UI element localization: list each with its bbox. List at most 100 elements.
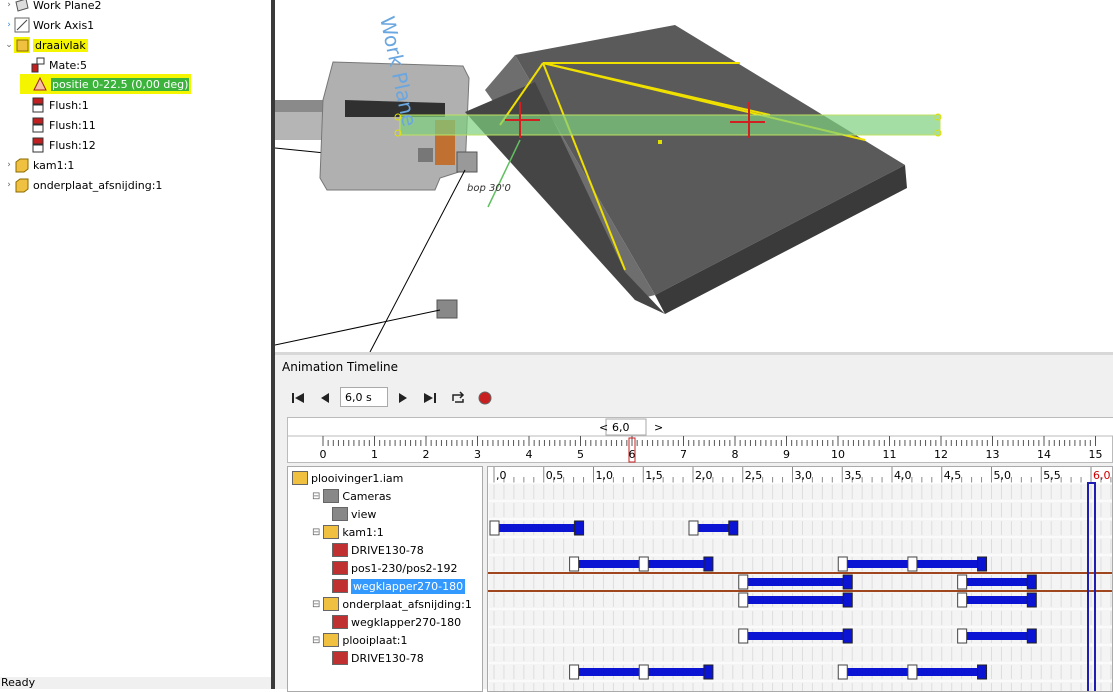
time-cursor[interactable]	[628, 437, 636, 463]
collapse-icon[interactable]: ⊟	[312, 598, 321, 610]
browser-item-onderplaat[interactable]: › onderplaat_afsnijding:1	[4, 175, 162, 195]
action-start-handle[interactable]	[738, 592, 749, 608]
action-end-handle[interactable]	[728, 520, 739, 536]
anim-tree-item[interactable]: ⊟Cameras	[312, 487, 391, 505]
ruler-label: 5	[577, 448, 584, 461]
action-start-handle[interactable]	[569, 664, 580, 680]
action-end-handle[interactable]	[842, 592, 853, 608]
slider-next-button[interactable]: >	[654, 421, 663, 434]
collapse-icon[interactable]: ⊟	[312, 526, 321, 538]
track-ruler-label: 6,0	[1093, 469, 1111, 482]
action-start-handle[interactable]	[957, 574, 968, 590]
action-bar[interactable]	[742, 578, 848, 586]
anim-tree-item[interactable]: wegklapper270-180	[332, 613, 461, 631]
anim-tree-item[interactable]: pos1-230/pos2-192	[332, 559, 458, 577]
anim-tree-item[interactable]: DRIVE130-78	[332, 541, 424, 559]
anim-tree-item[interactable]: ⊟kam1:1	[312, 523, 384, 541]
action-bar[interactable]	[742, 632, 848, 640]
anim-tree-item[interactable]: plooivinger1.iam	[292, 469, 403, 487]
action-start-handle[interactable]	[957, 628, 968, 644]
part-icon	[323, 525, 340, 539]
anim-tree-item[interactable]: DRIVE130-78	[332, 649, 424, 667]
action-bar[interactable]	[693, 524, 733, 532]
anim-tree-item[interactable]: wegklapper270-180	[332, 577, 466, 595]
action-mid-handle[interactable]	[907, 664, 918, 680]
expand-icon[interactable]: ›	[7, 20, 11, 30]
step-forward-button[interactable]	[393, 388, 413, 408]
panel-divider[interactable]	[271, 0, 275, 689]
chevron-down-icon[interactable]: ⌄	[5, 40, 13, 50]
action-bar[interactable]	[494, 524, 579, 532]
browser-item-flush12[interactable]: Flush:12	[20, 135, 96, 155]
work-plane-highlight[interactable]	[399, 114, 941, 136]
go-to-end-button[interactable]	[420, 388, 440, 408]
action-bar[interactable]	[961, 578, 1032, 586]
track-row[interactable]	[488, 644, 1113, 664]
expand-icon[interactable]: ›	[7, 160, 11, 170]
expand-icon[interactable]: ›	[7, 0, 11, 10]
anim-tree-item[interactable]: ⊟onderplaat_afsnijding:1	[312, 595, 472, 613]
mate-constraint-icon	[30, 57, 46, 73]
action-end-handle[interactable]	[1026, 574, 1037, 590]
time-input[interactable]: 6,0 s	[340, 387, 388, 407]
action-end-handle[interactable]	[574, 520, 585, 536]
ruler-label: 9	[783, 448, 790, 461]
anim-tree-item[interactable]: ⊟plooiplaat:1	[312, 631, 407, 649]
action-end-handle[interactable]	[977, 556, 988, 572]
browser-item-kam1[interactable]: › kam1:1	[4, 155, 74, 175]
action-end-handle[interactable]	[703, 664, 714, 680]
browser-item-draaivlak[interactable]: ⌄ draaivlak	[5, 37, 88, 53]
action-bar[interactable]	[961, 596, 1032, 604]
action-start-handle[interactable]	[738, 574, 749, 590]
expand-icon[interactable]: ›	[7, 180, 11, 190]
action-start-handle[interactable]	[837, 664, 848, 680]
collapse-icon[interactable]: ⊟	[312, 490, 321, 502]
time-slider-thumb[interactable]	[605, 418, 647, 436]
action-mid-handle[interactable]	[907, 556, 918, 572]
action-start-handle[interactable]	[957, 592, 968, 608]
action-end-handle[interactable]	[842, 628, 853, 644]
slider-prev-button[interactable]: <	[599, 421, 608, 434]
action-start-handle[interactable]	[837, 556, 848, 572]
go-to-start-button[interactable]	[288, 388, 308, 408]
browser-item-mate5[interactable]: Mate:5	[20, 55, 87, 75]
record-button[interactable]	[475, 388, 495, 408]
collapse-icon[interactable]: ⊟	[312, 634, 321, 646]
step-back-button[interactable]	[315, 388, 335, 408]
action-start-handle[interactable]	[489, 520, 500, 536]
action-bar[interactable]	[961, 632, 1032, 640]
loop-icon[interactable]	[448, 388, 468, 408]
part-icon	[323, 597, 340, 611]
small-block	[456, 151, 478, 173]
graphics-viewport[interactable]: Work Plane bop 30'0	[275, 0, 1113, 352]
browser-item-work-axis1[interactable]: › Work Axis1	[4, 15, 94, 35]
action-start-handle[interactable]	[688, 520, 699, 536]
track-row[interactable]	[488, 536, 1113, 556]
action-end-handle[interactable]	[703, 556, 714, 572]
track-row[interactable]	[488, 608, 1113, 628]
action-start-handle[interactable]	[738, 628, 749, 644]
track-ruler-label: ,0	[496, 469, 507, 482]
current-time-cursor[interactable]	[1087, 482, 1096, 692]
track-row[interactable]	[488, 482, 1113, 502]
anim-tree-item[interactable]: view	[332, 505, 376, 523]
action-mid-handle[interactable]	[638, 556, 649, 572]
action-end-handle[interactable]	[1026, 592, 1037, 608]
browser-item-work-plane2[interactable]: › Work Plane2	[4, 0, 102, 15]
browser-item-flush1[interactable]: Flush:1	[20, 95, 89, 115]
ruler-label: 0	[320, 448, 327, 461]
action-start-handle[interactable]	[569, 556, 580, 572]
track-row[interactable]	[488, 680, 1113, 692]
browser-item-positie[interactable]: positie 0-22.5 (0,00 deg)	[20, 74, 192, 94]
action-end-handle[interactable]	[1026, 628, 1037, 644]
action-end-handle[interactable]	[977, 664, 988, 680]
track-ruler-label: 3,0	[795, 469, 813, 482]
track-row[interactable]	[488, 500, 1113, 520]
action-bar[interactable]	[742, 596, 848, 604]
action-end-handle[interactable]	[842, 574, 853, 590]
browser-item-flush11[interactable]: Flush:11	[20, 115, 96, 135]
action-mid-handle[interactable]	[638, 664, 649, 680]
